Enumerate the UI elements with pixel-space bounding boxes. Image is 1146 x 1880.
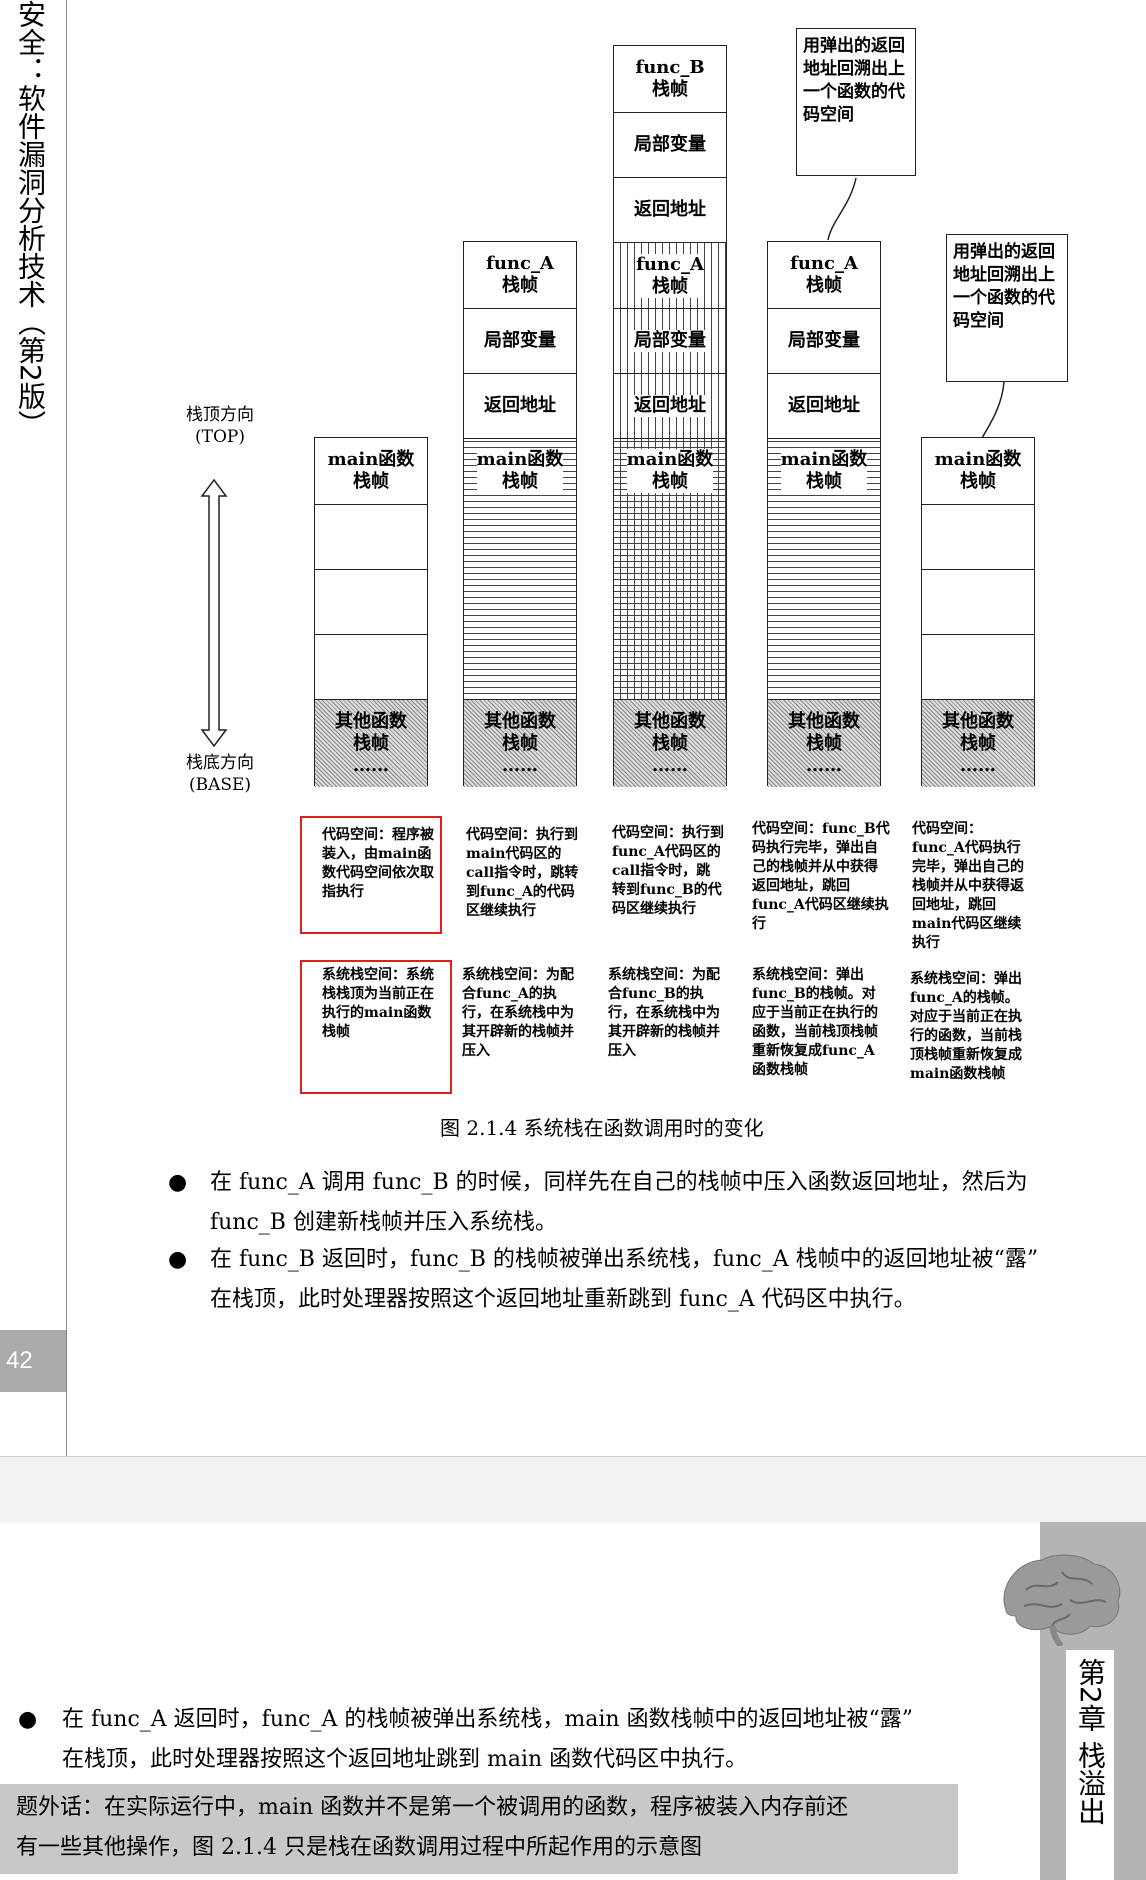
brain-icon: [1003, 1554, 1121, 1646]
other-frames: 其他函数栈帧……: [315, 699, 427, 787]
chapter-tab: 第2章 栈溢出: [1066, 1650, 1114, 1880]
stack-column-5: main函数栈帧 其他函数栈帧……: [921, 437, 1035, 787]
code-space-desc-3: 代码空间：执行到func_A代码区的call指令时，跳转到func_B的代码区继…: [612, 825, 724, 917]
highlight-box-stack: [300, 960, 452, 1094]
list-item: ● 在 func_B 返回时，func_B 的栈帧被弹出系统栈，func_A 栈…: [168, 1240, 1146, 1320]
stack-space-desc-5: 系统栈空间：弹出func_A的栈帧。对应于当前正在执行的函数，当前栈顶栈帧重新恢…: [910, 971, 1022, 1082]
other-frames: 其他函数栈帧……: [614, 699, 726, 787]
code-space-desc-4: 代码空间：func_B代码执行完毕，弹出自己的栈帧并从中获得返回地址，跳回fun…: [752, 821, 890, 932]
book-title: 安全：软件漏洞分析技术（第2版）: [14, 0, 47, 438]
local-variables: 局部变量: [614, 112, 726, 177]
callout-return-2: 用弹出的返回地址回溯出上一个函数的代码空间: [946, 234, 1068, 382]
stack-space-desc-3: 系统栈空间：为配合func_B的执行，在系统栈中为其开辟新的栈帧并压入: [608, 967, 720, 1059]
empty-slot: [922, 569, 1034, 634]
return-address: 返回地址: [464, 373, 576, 438]
stack-column-1: main函数栈帧 其他函数栈帧……: [314, 437, 428, 787]
highlight-box-code: [300, 816, 442, 934]
bottom-direction-label: 栈底方向 (BASE): [186, 753, 254, 795]
main-frame: main函数栈帧: [934, 449, 1022, 492]
top-direction-label: 栈顶方向 (TOP): [186, 405, 254, 447]
callout-return-1: 用弹出的返回地址回溯出上一个函数的代码空间: [796, 28, 916, 176]
local-variables: 局部变量: [464, 308, 576, 373]
stack-space-desc-4: 系统栈空间：弹出func_B的栈帧。对应于当前正在执行的函数，当前栈顶栈帧重新恢…: [752, 967, 878, 1078]
main-frame: main函数栈帧: [768, 438, 880, 699]
bullet-icon: ●: [168, 1170, 188, 1195]
return-address: 返回地址: [614, 177, 726, 242]
return-address: 返回地址: [614, 373, 726, 438]
list-item: ● 在 func_A 调用 func_B 的时候，同样先在自己的栈帧中压入函数返…: [168, 1163, 1146, 1243]
main-frame: main函数栈帧: [464, 438, 576, 699]
local-variables: 局部变量: [614, 308, 726, 373]
other-frames: 其他函数栈帧……: [464, 699, 576, 787]
main-frame: main函数栈帧: [327, 449, 415, 492]
callout-pointer-lines: [827, 177, 1005, 439]
bullet-icon: ●: [18, 1707, 38, 1732]
local-variables: 局部变量: [768, 308, 880, 373]
empty-slot: [315, 634, 427, 699]
page-margin: 安全：软件漏洞分析技术（第2版） 42: [0, 0, 67, 1456]
empty-slot: [315, 569, 427, 634]
empty-slot: [922, 504, 1034, 569]
direction-arrow-icon: [200, 478, 228, 748]
list-item: ● 在 func_A 返回时，func_A 的栈帧被弹出系统栈，main 函数栈…: [18, 1700, 1018, 1780]
empty-slot: [315, 504, 427, 569]
bullet-icon: ●: [168, 1247, 188, 1272]
aside-note: 题外话：在实际运行中，main 函数并不是第一个被调用的函数，程序被装入内存前还…: [0, 1784, 958, 1874]
stack-space-desc-1: 系统栈空间：系统栈栈顶为当前正在执行的main函数栈帧: [322, 967, 434, 1040]
empty-slot: [922, 634, 1034, 699]
stack-space-desc-2: 系统栈空间：为配合func_A的执行，在系统栈中为其开辟新的栈帧并压入: [462, 967, 574, 1059]
figure-caption: 图 2.1.4 系统栈在函数调用时的变化: [440, 1116, 764, 1140]
page-number: 42: [0, 1330, 66, 1392]
code-space-desc-1: 代码空间：程序被装入，由main函数代码空间依次取指执行: [322, 827, 434, 900]
code-space-desc-2: 代码空间：执行到main代码区的call指令时，跳转到func_A的代码区继续执…: [466, 827, 579, 919]
page-divider: [0, 1456, 1146, 1457]
main-frame: main函数栈帧: [614, 438, 726, 699]
code-space-desc-5: 代码空间：func_A代码执行完毕，弹出自己的栈帧并从中获得返回地址，跳回mai…: [912, 821, 1024, 951]
other-frames: 其他函数栈帧……: [922, 699, 1034, 787]
page-gap: [0, 1456, 1146, 1522]
return-address: 返回地址: [768, 373, 880, 438]
other-frames: 其他函数栈帧……: [768, 699, 880, 787]
